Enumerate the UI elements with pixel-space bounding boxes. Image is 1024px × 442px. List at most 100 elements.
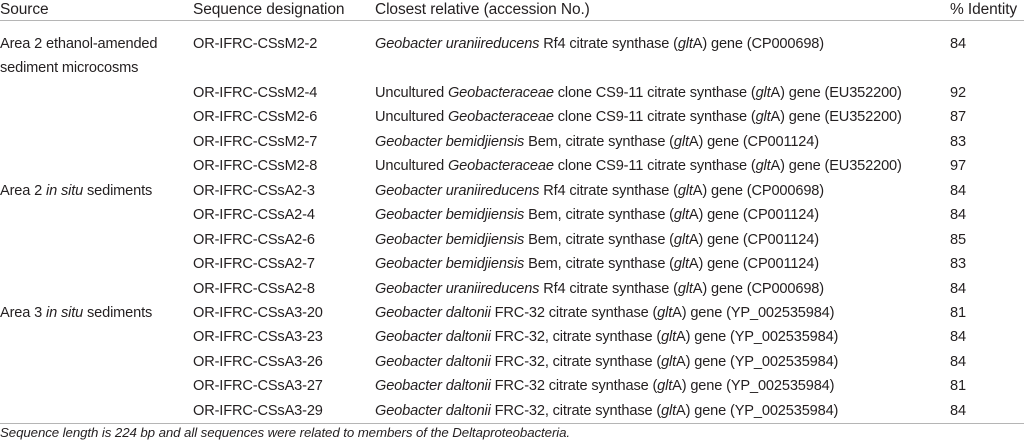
cell-percent-identity: 92 bbox=[950, 84, 966, 101]
gene-name: glt bbox=[657, 304, 673, 321]
organism-name: Geobacteraceae bbox=[447, 84, 554, 101]
table-row: OR-IFRC-CSsM2-8 Uncultured Geobacteraceae… bbox=[0, 154, 1024, 178]
gene-name: glt bbox=[673, 207, 689, 224]
gene-name: glt bbox=[661, 353, 677, 370]
organism-name: Geobacter daltonii bbox=[375, 353, 491, 370]
cell-source: Area 3 in situ sediments bbox=[0, 304, 153, 321]
gene-name: glt bbox=[755, 158, 771, 175]
gene-name: glt bbox=[673, 256, 689, 273]
cell-percent-identity: 84 bbox=[950, 402, 966, 419]
cell-source: Area 2 in situ sediments bbox=[0, 182, 153, 199]
table-header-row: Source Sequence designation Closest rela… bbox=[0, 0, 1024, 21]
cell-closest-relative: Geobacter daltonii FRC-32, citrate synth… bbox=[375, 353, 839, 370]
cell-source bbox=[0, 154, 193, 178]
organism-name: Geobacter bemidjiensis bbox=[375, 133, 525, 150]
cell-percent-identity: 81 bbox=[950, 304, 966, 321]
cell-sequence-designation: OR-IFRC-CSsA3-23 bbox=[193, 329, 323, 346]
table-footer: Sequence length is 224 bp and all sequen… bbox=[0, 423, 1024, 442]
cell-sequence-designation: OR-IFRC-CSsM2-2 bbox=[193, 36, 318, 52]
cell-sequence-designation: OR-IFRC-CSsA2-6 bbox=[193, 231, 315, 248]
cell-percent-identity: 87 bbox=[950, 109, 966, 126]
gene-name: glt bbox=[677, 36, 693, 52]
cell-sequence-designation: OR-IFRC-CSsA3-27 bbox=[193, 378, 323, 395]
table-row: OR-IFRC-CSsA2-7 Geobacter bemidjiensis Be… bbox=[0, 252, 1024, 276]
cell-percent-identity: 97 bbox=[950, 158, 966, 175]
cell-percent-identity: 84 bbox=[950, 329, 966, 346]
cell-closest-relative: Uncultured Geobacteraceae clone CS9-11 c… bbox=[375, 158, 902, 175]
cell-source bbox=[0, 252, 193, 276]
source-italic-term: in situ bbox=[46, 182, 84, 199]
organism-name: Geobacteraceae bbox=[447, 109, 554, 126]
cell-closest-relative: Geobacter bemidjiensis Bem, citrate synt… bbox=[375, 133, 819, 150]
cell-source bbox=[0, 81, 193, 105]
gene-name: glt bbox=[755, 84, 771, 101]
column-header-closest-relative: Closest relative (accession No.) bbox=[375, 1, 590, 18]
organism-name: Geobacter bemidjiensis bbox=[375, 207, 525, 224]
cell-source bbox=[0, 325, 193, 349]
cell-source bbox=[0, 228, 193, 252]
cell-percent-identity: 84 bbox=[950, 207, 966, 224]
cell-percent-identity: 81 bbox=[950, 378, 966, 395]
cell-sequence-designation: OR-IFRC-CSsM2-7 bbox=[193, 133, 318, 150]
table-row: OR-IFRC-CSsM2-7 Geobacter bemidjiensis Be… bbox=[0, 130, 1024, 154]
cell-percent-identity: 84 bbox=[950, 353, 966, 370]
cell-closest-relative: Geobacter bemidjiensis Bem, citrate synt… bbox=[375, 231, 819, 248]
cell-percent-identity: 83 bbox=[950, 256, 966, 273]
column-header-source: Source bbox=[0, 1, 49, 18]
cell-percent-identity: 83 bbox=[950, 133, 966, 150]
cell-sequence-designation: OR-IFRC-CSsA3-29 bbox=[193, 402, 323, 419]
organism-name: Geobacter daltonii bbox=[375, 402, 491, 419]
footnote-row: Sequence length is 224 bp and all sequen… bbox=[0, 423, 1024, 442]
organism-name: Geobacter daltonii bbox=[375, 329, 491, 346]
cell-sequence-designation: OR-IFRC-CSsA2-4 bbox=[193, 207, 315, 224]
gene-name: glt bbox=[661, 402, 677, 419]
source-line: sediment microcosms bbox=[0, 60, 139, 77]
cell-source bbox=[0, 350, 193, 374]
cell-percent-identity: 85 bbox=[950, 231, 966, 248]
gene-name: glt bbox=[673, 231, 689, 248]
table-row: OR-IFRC-CSsA2-6 Geobacter bemidjiensis Be… bbox=[0, 228, 1024, 252]
cell-closest-relative: Geobacter bemidjiensis Bem, citrate synt… bbox=[375, 256, 819, 273]
organism-name: Geobacter uraniireducens bbox=[375, 280, 540, 297]
gene-name: glt bbox=[755, 109, 771, 126]
cell-sequence-designation: OR-IFRC-CSsA2-8 bbox=[193, 280, 315, 297]
cell-closest-relative: Uncultured Geobacteraceae clone CS9-11 c… bbox=[375, 84, 902, 101]
cell-closest-relative: Geobacter uraniireducens Rf4 citrate syn… bbox=[375, 36, 824, 52]
cell-closest-relative: Geobacter uraniireducens Rf4 citrate syn… bbox=[375, 182, 824, 199]
gene-name: glt bbox=[677, 182, 693, 199]
organism-name: Geobacter uraniireducens bbox=[375, 36, 540, 52]
organism-name: Geobacter daltonii bbox=[375, 378, 491, 395]
column-header-sequence-designation: Sequence designation bbox=[193, 1, 345, 18]
gene-name: glt bbox=[661, 329, 677, 346]
cell-closest-relative: Geobacter daltonii FRC-32, citrate synth… bbox=[375, 329, 839, 346]
cell-sequence-designation: OR-IFRC-CSsM2-8 bbox=[193, 158, 318, 175]
cell-source bbox=[0, 203, 193, 227]
organism-name: Geobacter bemidjiensis bbox=[375, 256, 525, 273]
cell-sequence-designation: OR-IFRC-CSsA2-7 bbox=[193, 256, 315, 273]
cell-source bbox=[0, 374, 193, 398]
column-header-percent-identity: % Identity bbox=[950, 1, 1018, 18]
source-italic-term: in situ bbox=[46, 304, 84, 321]
table-row: OR-IFRC-CSsA3-23 Geobacter daltonii FRC-3… bbox=[0, 325, 1024, 349]
cell-sequence-designation: OR-IFRC-CSsM2-6 bbox=[193, 109, 318, 126]
table-footnote: Sequence length is 224 bp and all sequen… bbox=[0, 423, 1024, 442]
cell-source bbox=[0, 399, 193, 424]
gene-name: glt bbox=[673, 133, 689, 150]
cell-percent-identity: 84 bbox=[950, 36, 966, 52]
cell-percent-identity: 84 bbox=[950, 182, 966, 199]
table-row: OR-IFRC-CSsM2-6 Uncultured Geobacteraceae… bbox=[0, 105, 1024, 129]
cell-closest-relative: Uncultured Geobacteraceae clone CS9-11 c… bbox=[375, 109, 902, 126]
gene-name: glt bbox=[677, 280, 693, 297]
